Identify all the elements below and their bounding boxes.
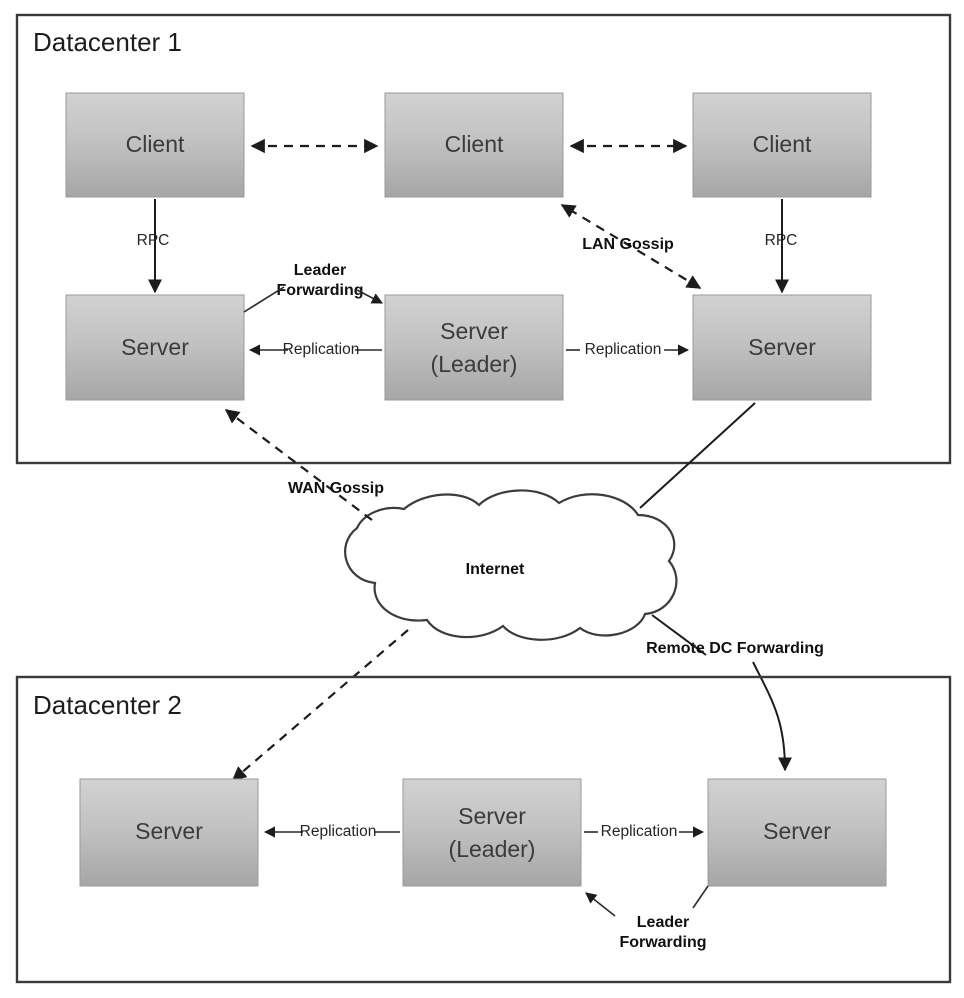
dc1-server-3-label: Server (748, 334, 816, 360)
dc1-rpc-label-left: RPC (137, 232, 170, 249)
dc1-client-2-box[interactable] (384, 92, 564, 198)
dc1-lan-gossip-label: LAN Gossip (582, 236, 674, 253)
wan-gossip-link-upper (224, 409, 373, 521)
dc2-leader-forwarding-arrow (585, 892, 616, 917)
dc2-server-1-label: Server (135, 818, 203, 844)
internet-label: Internet (466, 561, 525, 578)
dc2-leader-forwarding-label-line1: Leader (637, 914, 689, 931)
remote-dc-forwarding-upper-line (639, 402, 756, 509)
remote-dc-forwarding-label: Remote DC Forwarding (646, 640, 824, 657)
dc2-replication-label-left: Replication (300, 823, 377, 840)
dc2-replication-label-right: Replication (601, 823, 678, 840)
wan-gossip-label: WAN Gossip (288, 480, 384, 497)
dc1-client-1-box[interactable] (65, 92, 245, 198)
datacenter-2-frame (15, 675, 952, 984)
dc2-server-3-box[interactable] (707, 778, 887, 887)
dc1-replication-label-right: Replication (585, 341, 662, 358)
dc1-client-2-label: Client (445, 131, 504, 157)
dc1-client-1-label: Client (126, 131, 185, 157)
dc1-server-2-sublabel: (Leader) (431, 351, 518, 377)
remote-dc-forwarding-arrow (752, 661, 792, 772)
datacenter-1-frame (15, 13, 952, 465)
dc1-leader-forwarding-leader-line (243, 286, 285, 313)
dc2-server-3-label: Server (763, 818, 831, 844)
remote-dc-forwarding-mid-line (651, 614, 707, 656)
datacenter-1-title: Datacenter 1 (33, 27, 182, 57)
dc1-server-2-leader-box[interactable] (384, 294, 564, 401)
dc2-server-2-sublabel: (Leader) (449, 836, 536, 862)
wan-gossip-link-lower (231, 629, 409, 781)
datacenter-2-title: Datacenter 2 (33, 690, 182, 720)
dc1-server-1-box[interactable] (65, 294, 245, 401)
dc1-server-3-box[interactable] (692, 294, 872, 401)
dc2-server-1-box[interactable] (79, 778, 259, 887)
dc1-leader-forwarding-arrow (356, 289, 383, 304)
dc1-replication-label-left: Replication (283, 341, 360, 358)
dc1-server-2-label: Server (440, 318, 508, 344)
internet-cloud (344, 489, 678, 641)
dc1-leader-forwarding-label-line1: Leader (294, 262, 346, 279)
dc2-leader-forwarding-tail-line (692, 885, 709, 909)
dc1-lan-gossip-link (560, 204, 702, 289)
dc1-leader-forwarding-label-line2: Forwarding (276, 282, 363, 299)
dc1-server-1-label: Server (121, 334, 189, 360)
dc2-leader-forwarding-label-line2: Forwarding (619, 934, 706, 951)
dc2-server-2-leader-box[interactable] (402, 778, 582, 887)
dc1-client-3-label: Client (753, 131, 812, 157)
dc1-rpc-label-right: RPC (765, 232, 798, 249)
dc2-server-2-label: Server (458, 803, 526, 829)
dc1-client-3-box[interactable] (692, 92, 872, 198)
